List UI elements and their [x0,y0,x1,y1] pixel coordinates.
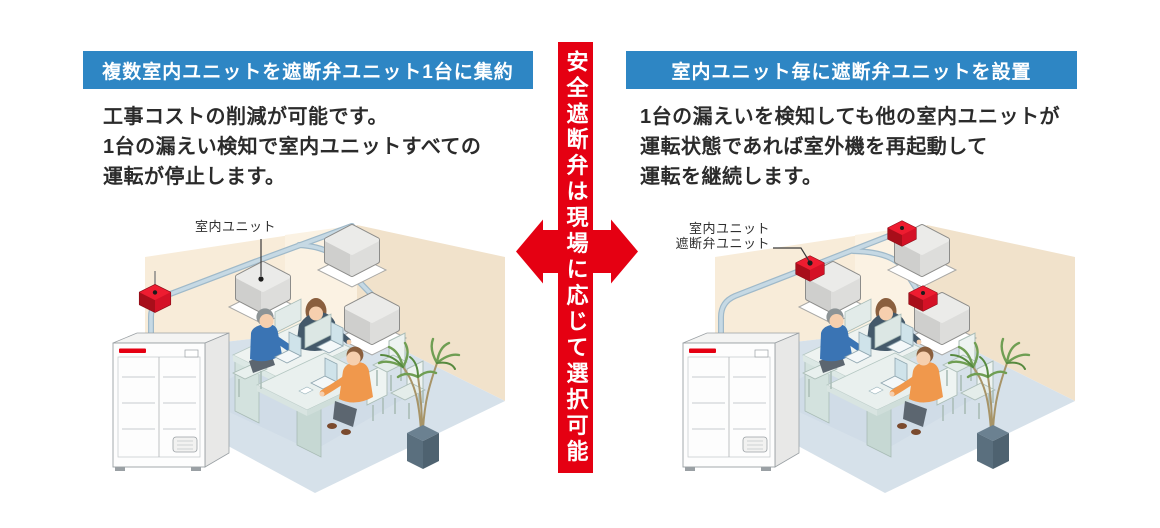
office-illustration-right: 室内ユニット 遮断弁ユニット [655,205,1075,505]
office-illustration-left: 室内ユニット [85,205,505,505]
office-scene-valve-per-unit [655,220,1075,493]
left-body-line: 1台の漏えい検知で室内ユニットすべての [103,136,482,158]
left-section-header: 複数室内ユニットを遮断弁ユニット1台に集約 [83,51,533,89]
valve-unit-label: 遮断弁ユニット [675,236,770,251]
right-header-label: 室内ユニット毎に遮断弁ユニットを設置 [671,61,1032,83]
left-header-label: 複数室内ユニットを遮断弁ユニット1台に集約 [102,61,514,83]
indoor-unit-label: 室内ユニット [688,221,770,236]
center-banner: 安全遮断弁は現場に応じて選択可能 [516,42,638,473]
banner-ribbon [558,42,593,473]
indoor-unit-label: 室内ユニット [195,219,277,234]
indoor-unit-valve-label: 室内ユニット 遮断弁ユニット [655,221,770,251]
left-body-line: 工事コストの削減が可能です。 [103,106,388,128]
banner-text: 安全遮断弁は現場に応じて選択可能 [563,49,589,466]
left-body-text: 工事コストの削減が可能です。 1台の漏えい検知で室内ユニットすべての 運転が停止… [103,102,548,192]
right-body-line: 1台の漏えいを検知しても他の室内ユニットが [640,106,1061,128]
right-section-header: 室内ユニット毎に遮断弁ユニットを設置 [626,51,1077,89]
office-scene-single-valve [85,223,505,493]
label-pointer [773,247,813,266]
left-body-line: 運転が停止します。 [103,166,286,188]
label-pointer [258,239,264,282]
right-body-line: 運転状態であれば室外機を再起動して [640,136,988,158]
shutoff-valve-box [138,271,172,313]
banner-graphic [516,42,638,473]
right-body-line: 運転を継続します。 [640,166,823,188]
right-body-text: 1台の漏えいを検知しても他の室内ユニットが 運転状態であれば室外機を再起動して … [640,102,1085,192]
